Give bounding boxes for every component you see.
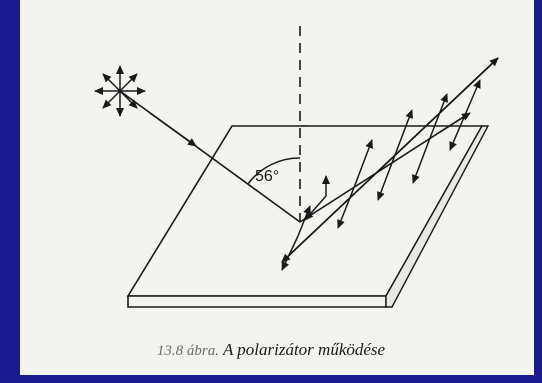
polarization-arrows <box>281 79 481 271</box>
reflected-ray-2 <box>281 57 499 263</box>
angle-arc <box>247 157 301 185</box>
caption-title: A polarizátor működése <box>222 340 386 359</box>
angle-label: 56° <box>255 168 280 185</box>
figure-caption: 13.8 ábra. A polarizátor működése <box>0 340 542 360</box>
incident-ray <box>119 90 301 223</box>
light-source-icon <box>94 65 146 117</box>
caption-number: 13.8 ábra. <box>156 343 219 359</box>
